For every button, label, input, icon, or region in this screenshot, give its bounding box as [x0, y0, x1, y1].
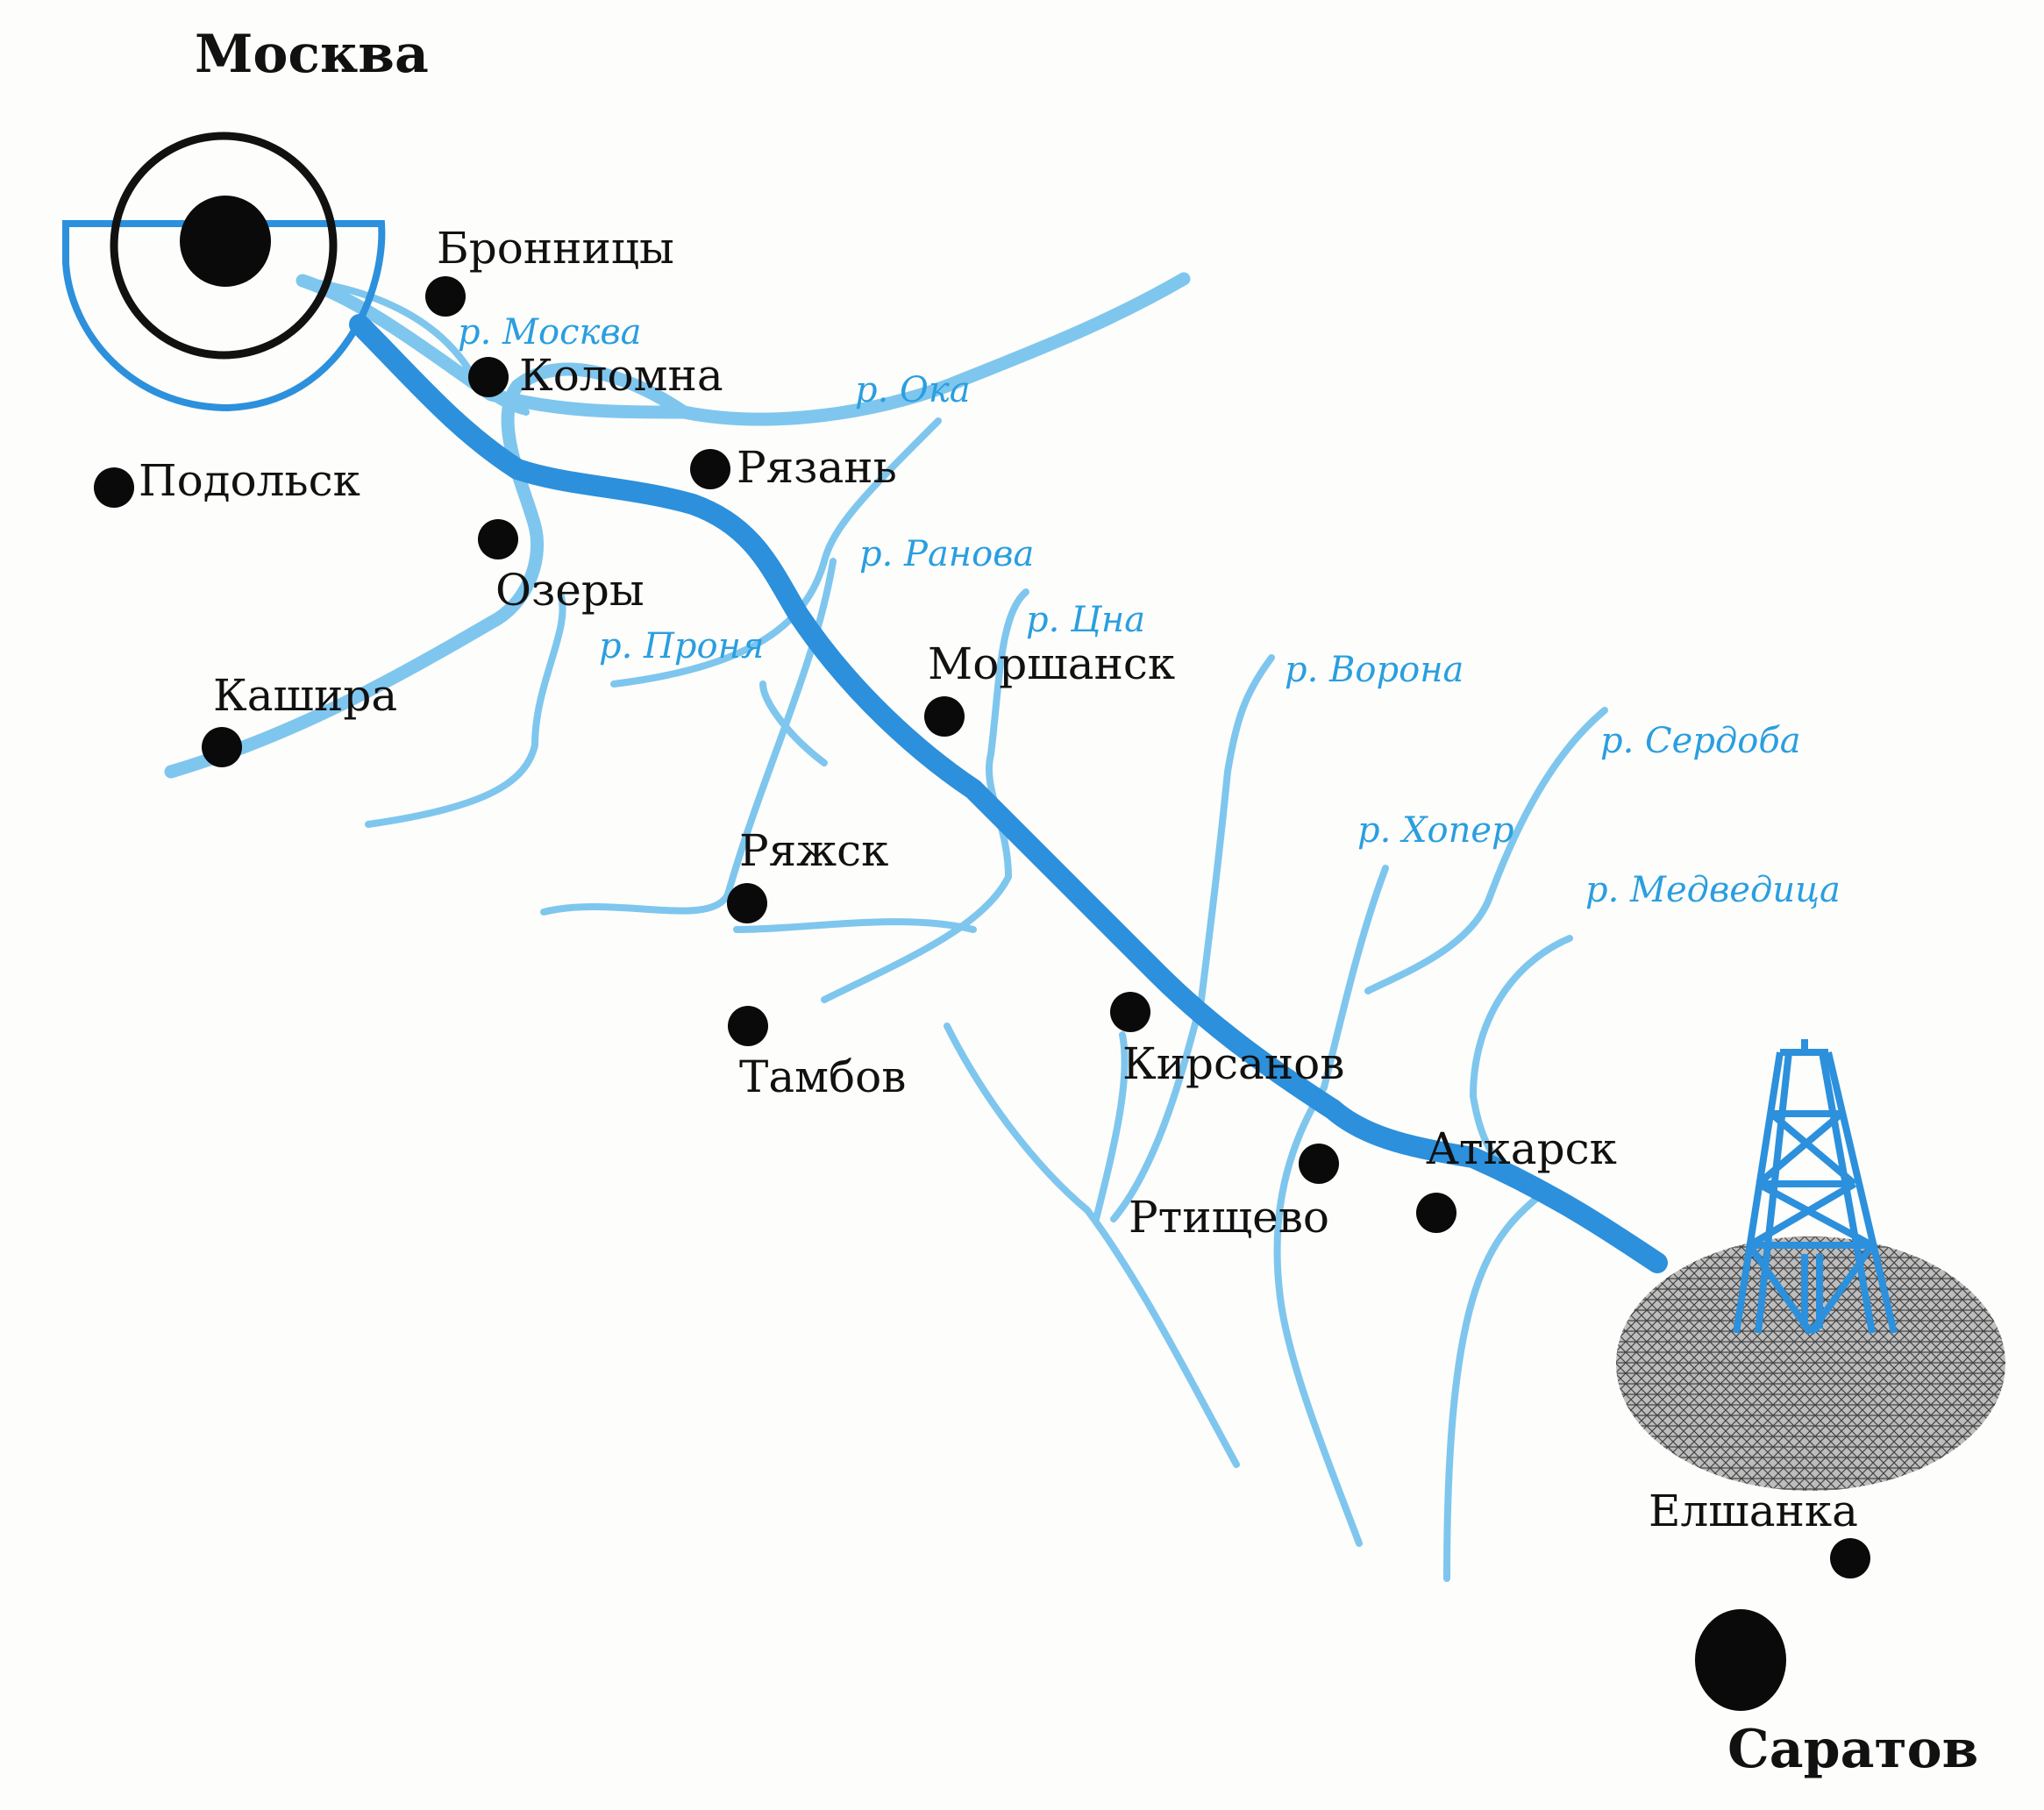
river-south-1	[944, 1023, 1240, 1468]
river-label-ranova: р. Ранова	[859, 534, 1034, 574]
city-label-kolomna: Коломна	[519, 350, 723, 401]
river-oka-branch	[365, 593, 566, 828]
river-label-moskva: р. Москва	[458, 312, 642, 353]
river-medveditsa	[1443, 935, 1573, 1582]
city-label-atkarsk: Аткарск	[1426, 1123, 1617, 1174]
river-pronya-lower	[759, 681, 828, 766]
dot-atkarsk	[1416, 1193, 1456, 1233]
dot-podolsk	[94, 467, 134, 508]
river-label-vorona: р. Ворона	[1285, 650, 1464, 690]
river-south-2	[1093, 1031, 1129, 1222]
city-label-podolsk: Подольск	[139, 455, 360, 506]
city-label-kirsanov: Кирсанов	[1122, 1038, 1344, 1089]
dot-elshanka	[1830, 1538, 1870, 1578]
river-vorona	[1110, 654, 1275, 1222]
dot-ryazan	[690, 449, 730, 489]
dot-kashira	[202, 727, 242, 767]
capital-label-saratov: Саратов	[1727, 1719, 1978, 1780]
river-label-tsna: р. Цна	[1026, 600, 1145, 640]
river-pronya	[610, 417, 942, 688]
dot-saratov	[1695, 1609, 1786, 1711]
river-label-oka: р. Ока	[855, 370, 971, 410]
river-label-pronya: р. Проня	[599, 626, 764, 666]
city-label-bronnitsy: Бронницы	[437, 223, 674, 274]
river-label-khoper: р. Хопер	[1357, 810, 1514, 851]
river-tsna-branch	[733, 918, 977, 933]
dot-tambov	[728, 1006, 768, 1046]
gas-derrick-icon	[1733, 1039, 1898, 1336]
dot-morshansk	[924, 696, 965, 737]
city-label-rtishchevo: Ртищево	[1129, 1192, 1329, 1243]
city-label-ozery: Озеры	[495, 565, 645, 616]
city-label-ryazan: Рязань	[737, 442, 897, 493]
city-label-ryazhsk: Ряжск	[739, 825, 888, 876]
river-khoper	[1273, 865, 1389, 1547]
river-oka-upper	[164, 362, 691, 779]
river-oka	[296, 272, 1191, 426]
gas-field	[1616, 1236, 2005, 1491]
city-dots	[94, 276, 1870, 1711]
moscow-ring-icon	[62, 132, 386, 412]
dot-bronnitsy	[425, 276, 466, 317]
city-label-morshansk: Моршанск	[928, 638, 1175, 689]
city-label-kashira: Кашира	[213, 670, 397, 721]
dot-ozery	[478, 519, 518, 559]
capital-label-moskva: Москва	[195, 24, 429, 85]
dot-rtishchevo	[1299, 1144, 1339, 1184]
river-serdoba	[1364, 707, 1608, 994]
river-label-serdoba: р. Сердоба	[1600, 721, 1801, 761]
dot-kolomna	[468, 357, 509, 397]
river-label-medveditsa: р. Медведица	[1585, 870, 1841, 910]
city-label-elshanka: Елшанка	[1649, 1486, 1858, 1536]
city-label-tambov: Тамбов	[739, 1051, 906, 1102]
rivers-layer	[164, 272, 1608, 1582]
dot-ryazhsk	[727, 883, 767, 923]
dot-kirsanov	[1110, 992, 1150, 1032]
gas-pipeline	[349, 314, 1668, 1273]
